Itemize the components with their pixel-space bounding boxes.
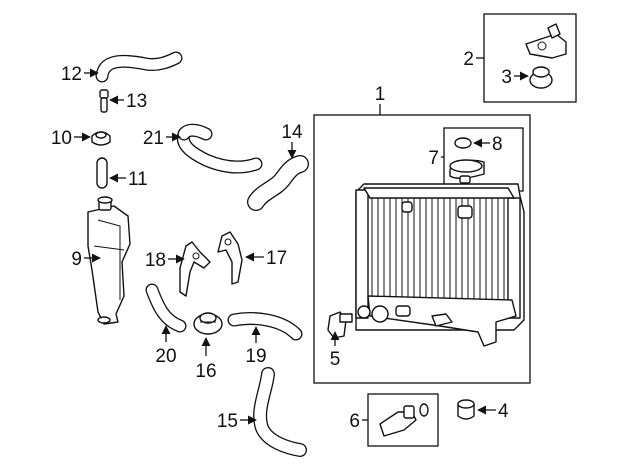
bracket-kit-frame	[483, 13, 577, 103]
overflow-hose	[95, 51, 183, 83]
callout-labels: 1 2 3 4 5 6 7 8 9 10 11 12 13 14 15 16 1…	[51, 49, 512, 432]
radiator-cushion-upper	[529, 66, 553, 89]
water-hose-a	[145, 283, 187, 333]
callout-16: 16	[195, 361, 216, 382]
callout-1: 1	[375, 84, 386, 105]
callout-12: 12	[61, 64, 82, 85]
cap-seal	[454, 137, 472, 149]
callout-2: 2	[463, 49, 474, 70]
hose-bracket	[217, 231, 243, 285]
callout-17: 17	[266, 248, 287, 269]
callout-4: 4	[498, 401, 509, 422]
radiator-assembly-frame	[313, 114, 531, 384]
callout-14: 14	[281, 122, 303, 143]
callout-20: 20	[155, 346, 176, 367]
callout-5: 5	[330, 349, 341, 370]
leader-lines	[74, 57, 529, 425]
temperature-sensor	[379, 403, 429, 437]
radiator-cap	[449, 159, 485, 184]
upper-radiator-hose	[247, 155, 309, 211]
drain-plug	[327, 311, 353, 339]
callout-15: 15	[217, 411, 238, 432]
radiator	[355, 183, 525, 347]
callout-3: 3	[501, 67, 512, 88]
callout-10: 10	[51, 128, 72, 149]
lower-radiator-hose	[253, 367, 307, 457]
siphon-tube	[96, 157, 108, 189]
callout-18: 18	[145, 250, 166, 271]
radiator-cap-frame	[443, 127, 524, 192]
bypass-hose	[176, 123, 263, 174]
reserve-tank-bracket	[179, 241, 211, 297]
callout-7: 7	[428, 148, 439, 169]
callout-21: 21	[143, 128, 164, 149]
callout-6: 6	[349, 411, 360, 432]
callout-8: 8	[492, 134, 503, 155]
reserve-tank	[87, 196, 131, 325]
radiator-bracket	[525, 23, 567, 59]
hose-clip	[99, 89, 109, 113]
water-hose-b	[227, 312, 303, 341]
thermostat	[193, 312, 223, 335]
reserve-tank-cap	[91, 131, 111, 146]
callout-9: 9	[71, 249, 82, 270]
callout-19: 19	[245, 346, 266, 367]
radiator-cushion-lower	[457, 399, 475, 420]
callout-13: 13	[126, 91, 147, 112]
callout-11: 11	[128, 169, 148, 190]
